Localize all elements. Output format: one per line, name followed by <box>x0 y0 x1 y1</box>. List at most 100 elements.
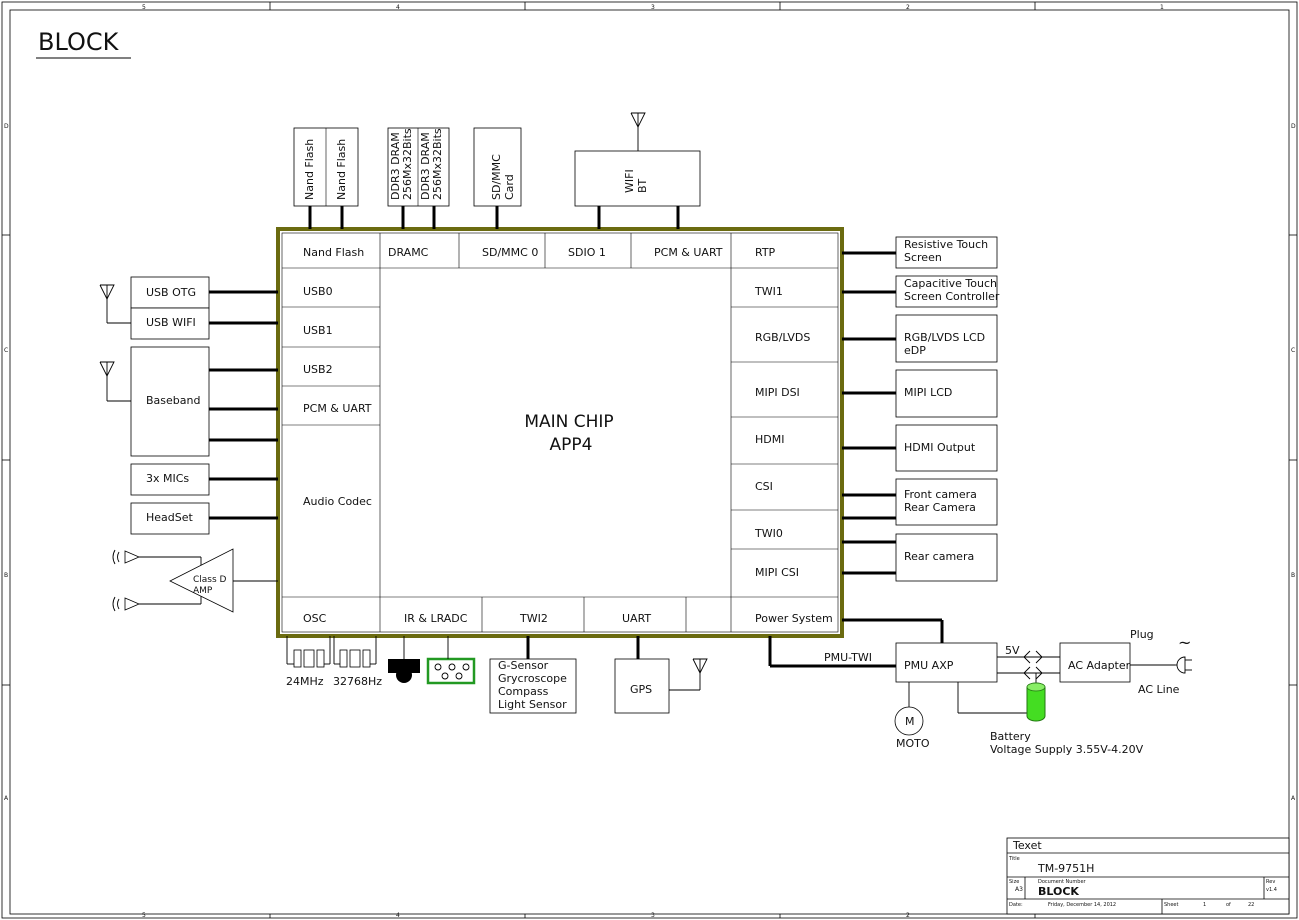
capacitive-line2: Screen Controller <box>904 290 1000 303</box>
cameras-box <box>895 478 998 526</box>
resistive-touch-box <box>895 236 998 269</box>
wifi-antenna-icon <box>630 112 646 151</box>
left-devices: USB OTG USB WIFI Baseband 3x MICs HeadSe… <box>99 276 278 613</box>
zone-row-d-left: D <box>4 123 9 130</box>
ir-receiver-icon <box>388 636 420 683</box>
port-ir-lradc: IR & LRADC <box>404 612 468 625</box>
tb-date-label: Date: <box>1009 902 1023 908</box>
ddr-1-line1: DDR3 DRAM <box>389 132 402 200</box>
tb-total: 22 <box>1248 902 1254 908</box>
wifi-bt-box <box>574 150 701 207</box>
zone-row-a-right: A <box>1291 795 1296 802</box>
port-pcm-uart-left: PCM & UART <box>303 402 372 415</box>
amp-line1: Class D <box>193 575 227 585</box>
rear-camera-label: Rear Camera <box>904 501 976 514</box>
port-nand-flash: Nand Flash <box>303 246 364 259</box>
port-usb0: USB0 <box>303 285 333 298</box>
tb-sheet: 1 <box>1203 902 1206 908</box>
port-pcm-uart-top: PCM & UART <box>654 246 723 259</box>
plug-label: Plug <box>1130 628 1154 641</box>
pmu-twi-label: PMU-TWI <box>824 651 872 664</box>
ac-plug-icon <box>1172 656 1192 674</box>
tb-title: TM-9751H <box>1037 862 1094 875</box>
baseband-box <box>130 346 210 457</box>
usb-wifi-antenna-icon <box>99 284 131 324</box>
port-usb1: USB1 <box>303 324 333 337</box>
port-sdmmc0: SD/MMC 0 <box>482 246 538 259</box>
ddr-1-line2: 256Mx32Bits <box>401 128 414 200</box>
battery-label: Battery <box>990 730 1031 743</box>
port-rgb-lvds: RGB/LVDS <box>755 331 810 344</box>
zone-col-5-top: 5 <box>142 4 146 11</box>
lcd-line2: eDP <box>904 344 926 357</box>
tb-size: A3 <box>1015 886 1023 893</box>
resistive-line2: Screen <box>904 251 942 264</box>
ac-adapter-label: AC Adapter <box>1068 659 1131 672</box>
tb-sheet-label: Sheet <box>1164 902 1178 908</box>
page-title: BLOCK <box>38 28 120 56</box>
port-power-system: Power System <box>755 612 833 625</box>
title-block: Texet Title TM-9751H Size A3 Document Nu… <box>1006 837 1290 915</box>
moto-label: MOTO <box>896 737 930 750</box>
tb-company: Texet <box>1012 839 1042 852</box>
port-twi1: TWI1 <box>754 285 783 298</box>
ddr-2-line2: 256Mx32Bits <box>431 128 444 200</box>
main-chip-name: MAIN CHIP <box>524 412 613 432</box>
headset-box <box>130 502 210 535</box>
speaker-bottom-icon <box>112 596 141 612</box>
hdmi-output-label: HDMI Output <box>904 441 976 454</box>
baseband-antenna-icon <box>99 361 131 402</box>
zone-col-1-top: 1 <box>1160 4 1164 11</box>
moto-letter: M <box>905 715 915 728</box>
zone-row-b-left: B <box>4 572 8 579</box>
nand-flash-1-label: Nand Flash <box>303 139 316 200</box>
lcd-box <box>895 314 998 363</box>
port-dramc: DRAMC <box>388 246 429 259</box>
port-mipi-csi: MIPI CSI <box>755 566 799 579</box>
sensor-gyro: Grycroscope <box>498 672 567 685</box>
ac-adapter-box <box>1059 642 1131 683</box>
moto-icon <box>894 706 924 736</box>
pmu-axp-label: PMU AXP <box>904 659 954 672</box>
zone-row-c-right: C <box>1291 347 1295 354</box>
amp-line2: AMP <box>193 586 213 596</box>
rear-camera-box <box>895 533 998 582</box>
zone-col-2-top: 2 <box>906 4 910 11</box>
tb-rev: v1.4 <box>1266 887 1277 893</box>
main-chip: MAIN CHIP APP4 Nand Flash DRAMC SD/MMC 0… <box>276 227 844 638</box>
tb-docnum: BLOCK <box>1038 885 1079 898</box>
sd-card-box <box>473 127 522 207</box>
usb-wifi-label: USB WIFI <box>146 316 196 329</box>
zone-row-d-right: D <box>1291 123 1296 130</box>
battery-voltage-label: Voltage Supply 3.55V-4.20V <box>990 743 1144 756</box>
gps-antenna-icon <box>669 658 708 691</box>
zone-col-5-bottom: 5 <box>142 912 146 919</box>
mipi-lcd-label: MIPI LCD <box>904 386 952 399</box>
sd-card-line1: SD/MMC <box>490 154 503 200</box>
pmu-axp-box <box>895 642 998 683</box>
tb-date: Friday, December 14, 2012 <box>1048 902 1116 908</box>
port-csi: CSI <box>755 480 773 493</box>
zone-col-2-bottom: 2 <box>906 912 910 919</box>
zone-col-3-top: 3 <box>651 4 655 11</box>
ddr-2-line1: DDR3 DRAM <box>419 132 432 200</box>
zone-row-c-left: C <box>4 347 8 354</box>
mipi-lcd-box <box>895 369 998 418</box>
zone-row-a-left: A <box>4 795 9 802</box>
crystal-32768hz-icon <box>333 636 377 668</box>
main-chip-border <box>276 227 844 638</box>
sensor-g: G-Sensor <box>498 659 549 672</box>
usb-otg-box <box>130 276 210 309</box>
port-uart: UART <box>622 612 651 625</box>
ac-line-label: AC Line <box>1138 683 1180 696</box>
zone-row-b-right: B <box>1291 572 1295 579</box>
port-audio-codec: Audio Codec <box>303 495 372 508</box>
main-chip-inner <box>281 232 839 633</box>
sensor-light: Light Sensor <box>498 698 567 711</box>
rear-camera-2-label: Rear camera <box>904 550 974 563</box>
osc-24mhz-label: 24MHz <box>286 675 324 688</box>
zone-col-4-bottom: 4 <box>396 912 400 919</box>
port-usb2: USB2 <box>303 363 333 376</box>
main-chip-model: APP4 <box>550 435 593 455</box>
